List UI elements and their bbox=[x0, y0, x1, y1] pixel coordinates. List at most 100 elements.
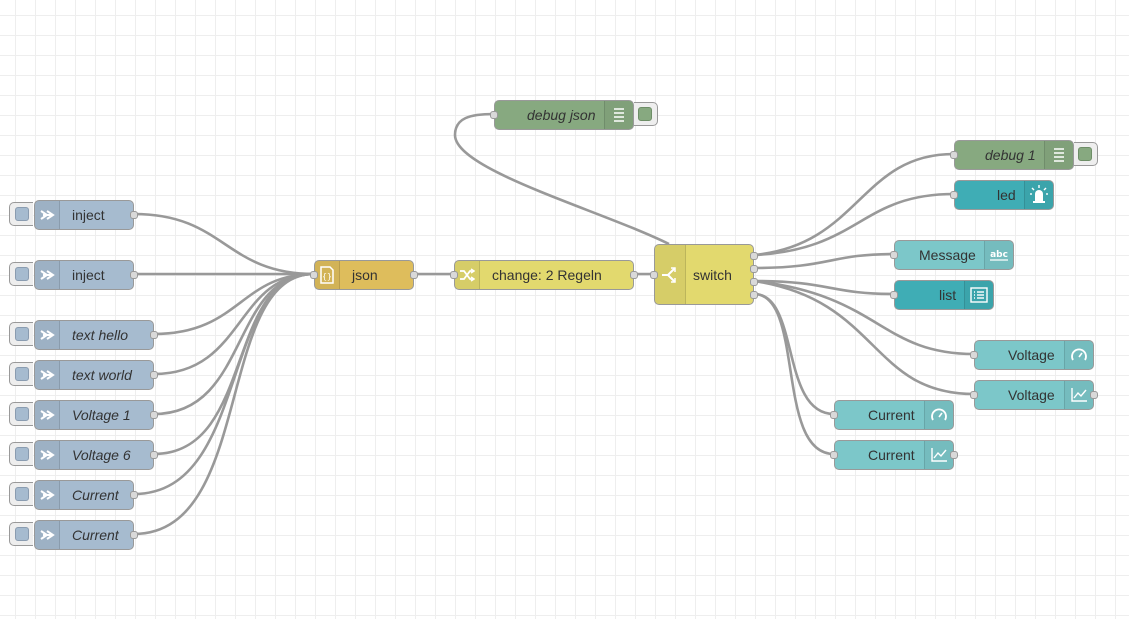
inject-button[interactable] bbox=[9, 522, 33, 546]
debug-toggle[interactable] bbox=[1074, 142, 1098, 166]
output-port[interactable] bbox=[150, 411, 158, 419]
arrow-right-icon bbox=[35, 261, 60, 289]
input-port[interactable] bbox=[490, 111, 498, 119]
chart-line-icon bbox=[924, 441, 953, 469]
gauge-icon bbox=[924, 401, 953, 429]
node-label: debug 1 bbox=[985, 147, 1036, 163]
node-label: Voltage 1 bbox=[72, 407, 131, 423]
input-port[interactable] bbox=[310, 271, 318, 279]
input-port[interactable] bbox=[970, 351, 978, 359]
node-label: Voltage bbox=[1008, 387, 1055, 403]
svg-text:{}: {} bbox=[322, 272, 332, 281]
inject-button[interactable] bbox=[9, 442, 33, 466]
svg-text:abc: abc bbox=[990, 250, 1008, 260]
list-icon bbox=[964, 281, 993, 309]
wire[interactable] bbox=[753, 192, 955, 257]
shuffle-icon bbox=[455, 261, 480, 289]
node-label: Current bbox=[868, 447, 915, 463]
inject-button[interactable] bbox=[9, 402, 33, 426]
input-port[interactable] bbox=[450, 271, 458, 279]
node-label: debug json bbox=[527, 107, 596, 123]
node-label: text world bbox=[72, 367, 132, 383]
input-port[interactable] bbox=[950, 151, 958, 159]
inject-button[interactable] bbox=[9, 262, 33, 286]
message-text-node[interactable]: Message abc bbox=[890, 240, 1014, 270]
debug-toggle[interactable] bbox=[634, 102, 658, 126]
voltage-chart-node[interactable]: Voltage bbox=[970, 380, 1098, 410]
node-label: Current bbox=[72, 527, 119, 543]
wire[interactable] bbox=[753, 279, 895, 296]
node-label: json bbox=[352, 267, 378, 283]
json-node[interactable]: {} json bbox=[310, 260, 418, 290]
current-gauge-node[interactable]: Current bbox=[830, 400, 954, 430]
current-chart-node[interactable]: Current bbox=[830, 440, 958, 470]
chart-line-icon bbox=[1064, 381, 1093, 409]
node-label: led bbox=[997, 187, 1016, 203]
wire[interactable] bbox=[153, 272, 315, 336]
wire[interactable] bbox=[753, 279, 975, 356]
output-port[interactable] bbox=[950, 451, 958, 459]
wire[interactable] bbox=[753, 279, 975, 396]
input-port[interactable] bbox=[830, 451, 838, 459]
wire[interactable] bbox=[133, 212, 315, 276]
output-port[interactable] bbox=[1090, 391, 1098, 399]
node-label: Voltage bbox=[1008, 347, 1055, 363]
gauge-icon bbox=[1064, 341, 1093, 369]
list-node[interactable]: list bbox=[890, 280, 994, 310]
wire[interactable] bbox=[153, 272, 315, 456]
input-port[interactable] bbox=[830, 411, 838, 419]
arrow-right-icon bbox=[35, 401, 60, 429]
wire[interactable] bbox=[753, 252, 895, 270]
output-port[interactable] bbox=[130, 211, 138, 219]
output-port[interactable] bbox=[150, 331, 158, 339]
output-port[interactable] bbox=[750, 252, 758, 260]
inject-button[interactable] bbox=[9, 482, 33, 506]
arrow-right-icon bbox=[35, 361, 60, 389]
arrow-right-icon bbox=[35, 521, 60, 549]
switch-icon bbox=[655, 245, 686, 304]
output-port[interactable] bbox=[150, 451, 158, 459]
input-port[interactable] bbox=[950, 191, 958, 199]
debug-list-icon bbox=[604, 101, 633, 129]
wire[interactable] bbox=[453, 112, 670, 246]
arrow-right-icon bbox=[35, 481, 60, 509]
wire[interactable] bbox=[753, 152, 955, 257]
node-label: list bbox=[939, 287, 957, 303]
voltage-gauge-node[interactable]: Voltage bbox=[970, 340, 1094, 370]
wire[interactable] bbox=[133, 272, 315, 536]
arrow-right-icon bbox=[35, 201, 60, 229]
output-port[interactable] bbox=[130, 491, 138, 499]
output-port[interactable] bbox=[150, 371, 158, 379]
alarm-light-icon bbox=[1024, 181, 1053, 209]
wire[interactable] bbox=[153, 272, 315, 376]
inject-button[interactable] bbox=[9, 202, 33, 226]
inject-button[interactable] bbox=[9, 362, 33, 386]
input-port[interactable] bbox=[970, 391, 978, 399]
output-port[interactable] bbox=[750, 278, 758, 286]
node-label: Current bbox=[72, 487, 119, 503]
output-port[interactable] bbox=[750, 291, 758, 299]
switch-node[interactable]: switch bbox=[650, 244, 758, 305]
input-port[interactable] bbox=[890, 291, 898, 299]
node-label: inject bbox=[72, 267, 105, 283]
change-node[interactable]: change: 2 Regeln bbox=[450, 260, 638, 290]
node-label: change: 2 Regeln bbox=[492, 267, 602, 283]
wire[interactable] bbox=[133, 272, 315, 496]
wire[interactable] bbox=[753, 292, 835, 456]
node-label: Current bbox=[868, 407, 915, 423]
arrow-right-icon bbox=[35, 321, 60, 349]
text-abc-icon: abc bbox=[984, 241, 1013, 269]
input-port[interactable] bbox=[650, 271, 658, 279]
json-icon: {} bbox=[315, 261, 340, 289]
input-port[interactable] bbox=[890, 251, 898, 259]
inject-button[interactable] bbox=[9, 322, 33, 346]
node-label: Voltage 6 bbox=[72, 447, 131, 463]
output-port[interactable] bbox=[130, 531, 138, 539]
output-port[interactable] bbox=[630, 271, 638, 279]
node-label: text hello bbox=[72, 327, 129, 343]
led-node[interactable]: led bbox=[950, 180, 1054, 210]
output-port[interactable] bbox=[130, 271, 138, 279]
output-port[interactable] bbox=[750, 265, 758, 273]
output-port[interactable] bbox=[410, 271, 418, 279]
